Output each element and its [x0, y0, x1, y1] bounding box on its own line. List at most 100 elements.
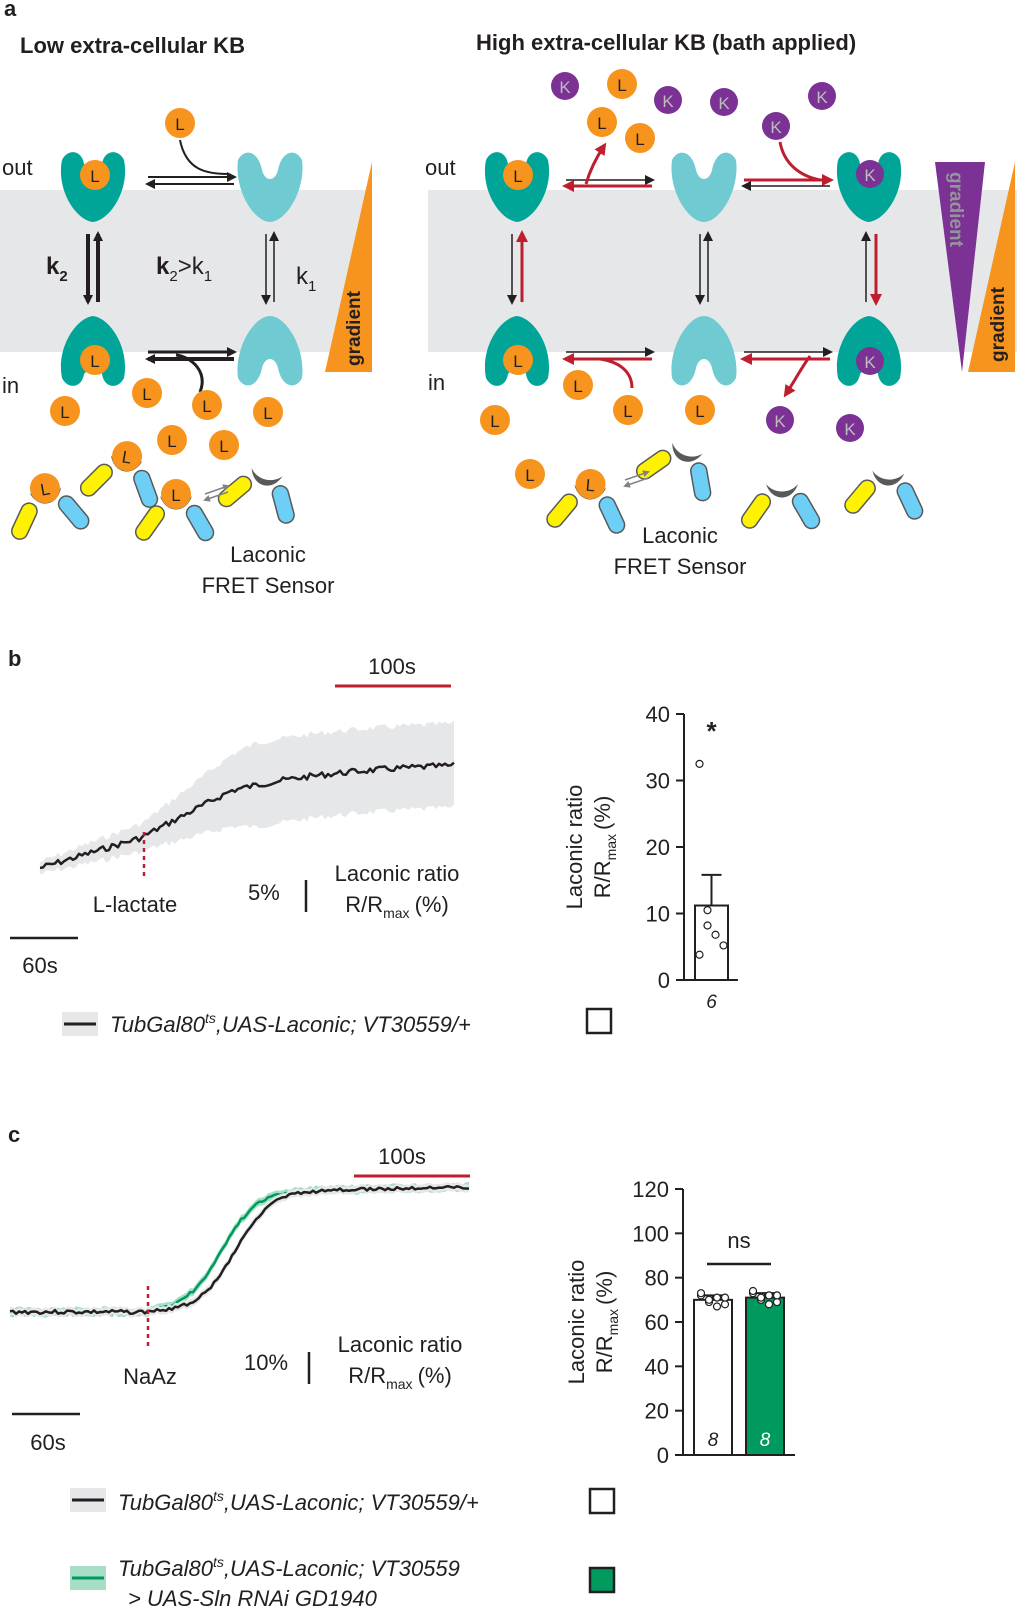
kb-molecule [766, 406, 794, 434]
kb-letter: K [662, 92, 674, 111]
lactate-molecule [209, 430, 239, 460]
lactate-letter: L [142, 385, 151, 404]
cfp-domain [271, 485, 295, 524]
data-point [756, 1293, 766, 1302]
y-tick-label: 20 [646, 835, 670, 860]
y-tick-label: 30 [646, 769, 670, 794]
y-tick-label: 0 [658, 968, 670, 993]
yfp-domain [740, 493, 772, 529]
transporter-inward-bound-left: L [60, 316, 126, 386]
yfp-domain [134, 505, 166, 541]
cfp-domain [57, 495, 90, 530]
sensor-binding-domain [766, 484, 798, 498]
left-scheme-title: Low extra-cellular KB [20, 33, 245, 58]
kb-molecule [808, 82, 836, 110]
sensor-label-line2: FRET Sensor [614, 554, 747, 579]
laconic-sensor: L [546, 469, 626, 534]
lactate-molecule [112, 441, 143, 472]
arrows-left-scheme [83, 139, 279, 393]
panel-c-letter: c [8, 1122, 20, 1147]
lactate-molecule [192, 390, 222, 420]
panel-b: b 100s L-lactate 60s 5% Laconic ratio R/… [8, 646, 738, 1037]
yfp-domain [546, 493, 578, 528]
rate-comparison: k2>k1 [156, 253, 212, 285]
legend-bar-swatch-white [585, 1007, 613, 1035]
lactate-letter: L [90, 352, 99, 371]
lactate-molecule [575, 469, 606, 500]
data-point [703, 906, 712, 915]
y-tick-label: 80 [645, 1266, 669, 1291]
bar [693, 1298, 733, 1457]
trace-c-control-line [9, 1184, 470, 1316]
y-tick-label: 60 [645, 1310, 669, 1335]
lactate-molecule [132, 378, 162, 408]
lactate-molecule [165, 108, 195, 138]
event-label-naaz: NaAz [123, 1364, 177, 1389]
out-label-left: out [2, 155, 33, 180]
lactate-letter: L [167, 432, 176, 451]
y-axis-label-line1: Laconic ratio [562, 785, 587, 910]
lactate-molecule [480, 405, 510, 435]
transporter-outward-empty-left [237, 152, 303, 222]
gradient-label-right: gradient [988, 286, 1009, 362]
panel-a-letter: a [4, 0, 17, 21]
laconic-sensor [740, 484, 821, 530]
data-point [764, 1300, 774, 1309]
lactate-letter: L [175, 115, 184, 134]
kb-molecule [710, 88, 738, 116]
significance-star: * [706, 716, 717, 746]
cfp-domain [896, 482, 924, 520]
sensor-equilibrium-arrow [624, 470, 650, 481]
legend-bar-swatch-green [588, 1566, 616, 1594]
measure-label-line1: Laconic ratio [335, 861, 460, 886]
yfp-domain [635, 449, 672, 480]
cfp-domain [185, 504, 215, 542]
data-point [703, 921, 712, 930]
kb-letter: K [718, 94, 730, 113]
data-point [695, 759, 704, 768]
lactate-letter: L [617, 76, 626, 95]
yfp-domain [844, 479, 876, 514]
transporter-outward-empty-right [671, 152, 737, 222]
panel-c: c 100s NaAz 60s 10% Laconic ratio R/Rmax… [8, 1122, 795, 1611]
scale-bar-y-label: 5% [248, 880, 280, 905]
gradient-label-left: gradient [344, 290, 365, 366]
y-axis-label-line2: R/Rmax(%) [592, 1271, 621, 1374]
legend-genotype-rnai-line1: TubGal80ts,UAS-Laconic; VT30559 [118, 1554, 460, 1581]
y-tick-label: 20 [645, 1399, 669, 1424]
yfp-domain [217, 475, 253, 508]
scale-bar-y-label: 10% [244, 1350, 288, 1375]
lactate-letter: L [263, 404, 272, 423]
kb-letter: K [559, 78, 571, 97]
transporter-inward-empty-left [237, 316, 303, 386]
cfp-domain [791, 492, 821, 530]
lactate-molecule [625, 123, 655, 153]
sensor-label-line2: FRET Sensor [202, 573, 335, 598]
data-point [764, 1291, 774, 1300]
trace-b-sem-band [40, 720, 454, 874]
measure-label-line1: Laconic ratio [338, 1332, 463, 1357]
laconic-sensors-right: L [546, 442, 924, 534]
data-point [772, 1291, 782, 1300]
lactate-molecule [515, 459, 545, 489]
sensor-equilibrium-arrow [203, 491, 229, 502]
kb-molecule [836, 414, 864, 442]
significance-ns: ns [727, 1228, 750, 1253]
lactate-letter: L [635, 130, 644, 149]
in-label-right: in [428, 370, 445, 395]
lactate-letter: L [597, 114, 606, 133]
trace-c-control-sem-band [10, 1182, 469, 1318]
legend-genotype-control: TubGal80ts,UAS-Laconic; VT30559/+ [110, 1010, 471, 1037]
laconic-sensor: L [79, 441, 159, 508]
n-label: 6 [706, 992, 717, 1013]
y-tick-label: 120 [632, 1177, 669, 1202]
transporter-inward-kb-right: K [836, 316, 902, 386]
data-point [712, 1302, 722, 1311]
kb-letter: K [770, 118, 782, 137]
kb-letter: K [864, 166, 876, 185]
cfp-domain [598, 496, 626, 534]
transporter-inward-lactate-right: L [484, 316, 550, 386]
data-point [772, 1297, 782, 1307]
